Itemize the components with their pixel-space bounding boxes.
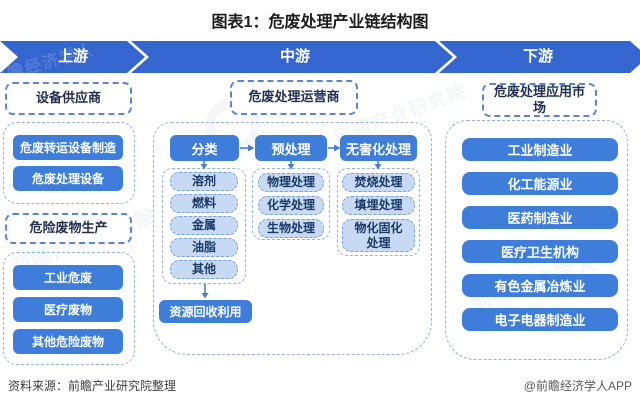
- pretreat-item: 生物处理: [258, 219, 324, 238]
- classify-item: 其他: [170, 260, 238, 279]
- pretreat-item: 物理处理: [258, 173, 324, 192]
- supplier-item: 危废转运设备制造: [13, 135, 123, 160]
- classify-item: 油脂: [170, 238, 238, 257]
- producer-item: 工业危废: [13, 265, 123, 290]
- banner-midstream: 中游: [279, 48, 310, 65]
- market-label-box: 危废处理应用市场: [482, 83, 597, 117]
- credit-note: @前瞻经济学人APP: [523, 379, 632, 393]
- suppliers-group: [3, 122, 135, 204]
- producers-group: [3, 252, 135, 365]
- banner-arrows: [0, 41, 640, 73]
- market-item: 化工能源业: [462, 172, 618, 195]
- market-item: 医药制造业: [462, 206, 618, 229]
- operators-label-box: 危废处理运营商: [230, 80, 358, 115]
- market-item: 工业制造业: [462, 138, 618, 161]
- classify-item: 金属: [170, 216, 238, 235]
- market-item: 有色金属冶炼业: [462, 274, 618, 297]
- market-group: [445, 120, 628, 360]
- operators-container: [153, 122, 432, 355]
- banner-upstream: 上游: [57, 48, 88, 65]
- recycle-box: 资源回收利用: [159, 300, 252, 323]
- pretreat-item: 化学处理: [258, 196, 324, 215]
- market-item: 医疗卫生机构: [462, 240, 618, 263]
- page-title: 图表1：危废处理产业链结构图: [211, 14, 429, 31]
- stage-harmless: 无害化处理: [340, 135, 417, 161]
- classify-item: 燃料: [170, 194, 238, 213]
- harmless-item: 焚烧处理: [342, 173, 415, 192]
- stage-classify: 分类: [170, 135, 239, 161]
- supplier-item: 危废处理设备: [13, 166, 123, 191]
- harmless-item: 物化固化处理: [342, 219, 415, 252]
- producer-item: 其他危险废物: [13, 329, 123, 354]
- producer-item: 医疗废物: [13, 297, 123, 322]
- market-item: 电子电器制造业: [462, 308, 618, 331]
- banner-downstream: 下游: [522, 48, 553, 65]
- source-note: 资料来源：前瞻产业研究院整理: [8, 379, 177, 393]
- classify-item: 溶剂: [170, 172, 238, 191]
- producers-label-box: 危险废物生产: [5, 213, 132, 244]
- stage-pretreat: 预处理: [255, 135, 327, 161]
- harmless-item: 填埋处理: [342, 196, 415, 215]
- suppliers-label-box: 设备供应商: [5, 82, 132, 115]
